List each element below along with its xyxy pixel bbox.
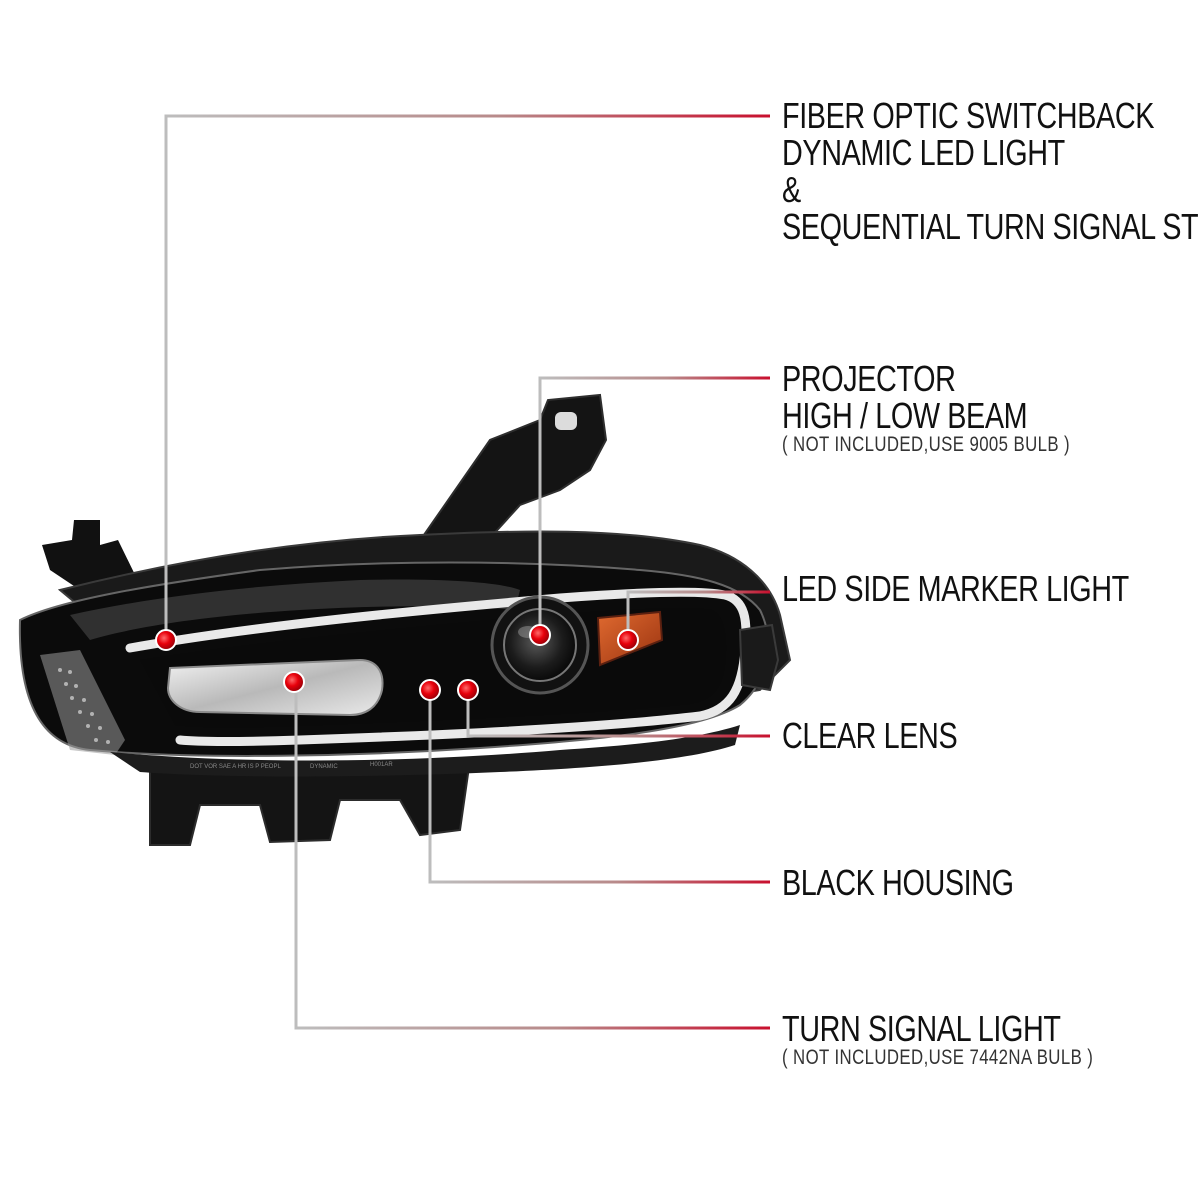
callout-fiber-optic-line-3: & <box>782 169 801 210</box>
callout-projector: PROJECTOR HIGH / LOW BEAM ( NOT INCLUDED… <box>782 360 1070 456</box>
reflector-dots <box>58 668 110 744</box>
callout-turn-signal-note: ( NOT INCLUDED,USE 7442NA BULB ) <box>782 1046 1094 1069</box>
marker-dots <box>155 624 639 701</box>
callout-clear-lens: CLEAR LENS <box>782 715 958 756</box>
leader-line-turn-signal <box>294 682 770 1030</box>
housing-printed-text-left: DOT VOR SAE A HR IS P PEOPL <box>190 764 281 770</box>
leader-line-fiber-optic <box>164 114 770 640</box>
callout-projector-note: ( NOT INCLUDED,USE 9005 BULB ) <box>782 433 1071 456</box>
callout-fiber-optic-line-2: DYNAMIC LED LIGHT <box>782 132 1065 173</box>
marker-dot-turn-signal <box>283 671 305 693</box>
leader-line-side-marker <box>626 590 770 640</box>
marker-dot-side-marker <box>617 629 639 651</box>
side-reflector-grid <box>40 650 125 755</box>
leader-line-projector <box>538 376 770 635</box>
housing-printed-text-mid: DYNAMIC <box>310 764 338 770</box>
lens-bottom-edge <box>110 725 740 777</box>
leader-lines <box>164 114 770 1030</box>
callout-side-marker: LED SIDE MARKER LIGHT <box>782 570 1129 607</box>
bottom-mount-tabs <box>149 758 472 846</box>
headlight-assembly: DOT VOR SAE A HR IS P PEOPL DYNAMIC H001… <box>18 393 792 846</box>
marker-dot-clear-lens <box>457 679 479 701</box>
mounting-bracket-left <box>42 520 140 590</box>
leader-line-clear-lens <box>466 690 770 738</box>
callout-black-housing: BLACK HOUSING <box>782 864 1014 901</box>
chrome-reflector-strip <box>70 579 520 640</box>
callout-black-housing-line-1: BLACK HOUSING <box>782 862 1014 903</box>
callout-turn-signal-line-1: TURN SIGNAL LIGHT <box>782 1008 1061 1049</box>
callout-fiber-optic: FIBER OPTIC SWITCHBACK DYNAMIC LED LIGHT… <box>782 97 1200 245</box>
rear-connector <box>738 623 780 692</box>
leader-line-black-housing <box>428 690 770 884</box>
callout-fiber-optic-line-4: SEQUENTIAL TURN SIGNAL STRIP <box>782 206 1200 247</box>
callout-clear-lens-line-1: CLEAR LENS <box>782 715 958 756</box>
callout-fiber-optic-line-1: FIBER OPTIC SWITCHBACK <box>782 95 1155 136</box>
housing-printed-text-right: H001AR <box>370 762 393 768</box>
mounting-bracket-top <box>408 393 608 562</box>
callout-projector-line-2: HIGH / LOW BEAM <box>782 395 1028 436</box>
callout-turn-signal: TURN SIGNAL LIGHT ( NOT INCLUDED,USE 744… <box>782 1010 1093 1069</box>
clear-turn-signal-lens <box>166 658 384 717</box>
callout-side-marker-line-1: LED SIDE MARKER LIGHT <box>782 568 1129 609</box>
bracket-hole <box>555 412 577 430</box>
marker-dot-black-housing <box>419 679 441 701</box>
marker-dot-projector <box>529 624 551 646</box>
callout-projector-line-1: PROJECTOR <box>782 358 956 399</box>
marker-dot-fiber-optic <box>155 629 177 651</box>
